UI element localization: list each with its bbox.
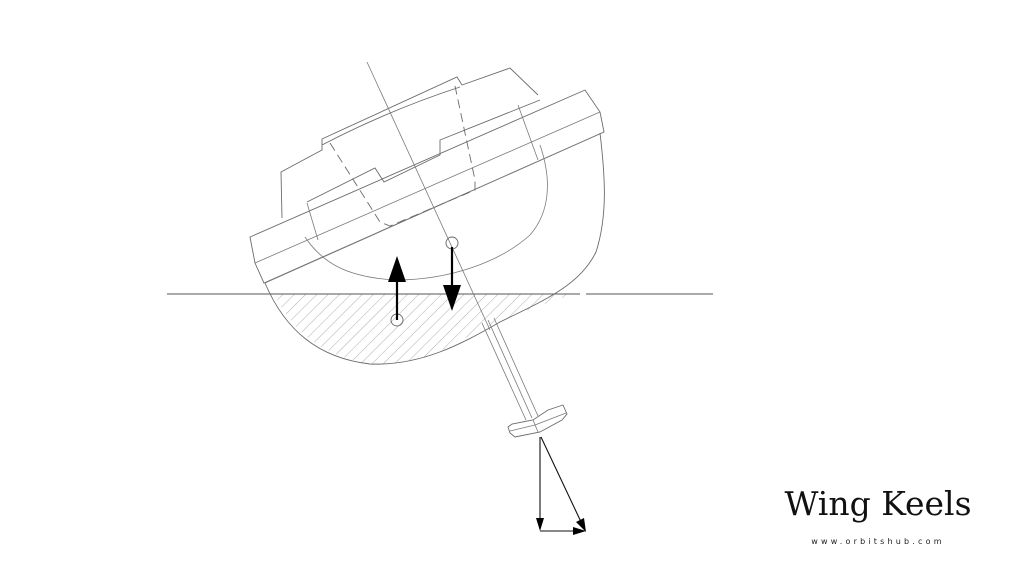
page-title: Wing Keels [784, 484, 972, 523]
deck-bands [249, 89, 605, 284]
buoyancy-arrow-up [388, 256, 406, 320]
submerged-hull-hatched [274, 294, 575, 365]
website-url: www.orbitshub.com [811, 537, 945, 546]
wing-keel-bulb [507, 404, 568, 438]
gravity-arrow-down [443, 247, 461, 311]
keel-fin [481, 317, 539, 421]
cabin-deckhouse [280, 67, 541, 241]
hull-outline [264, 132, 605, 365]
mast-centerline [366, 61, 491, 331]
force-vector-triangle [536, 436, 586, 535]
